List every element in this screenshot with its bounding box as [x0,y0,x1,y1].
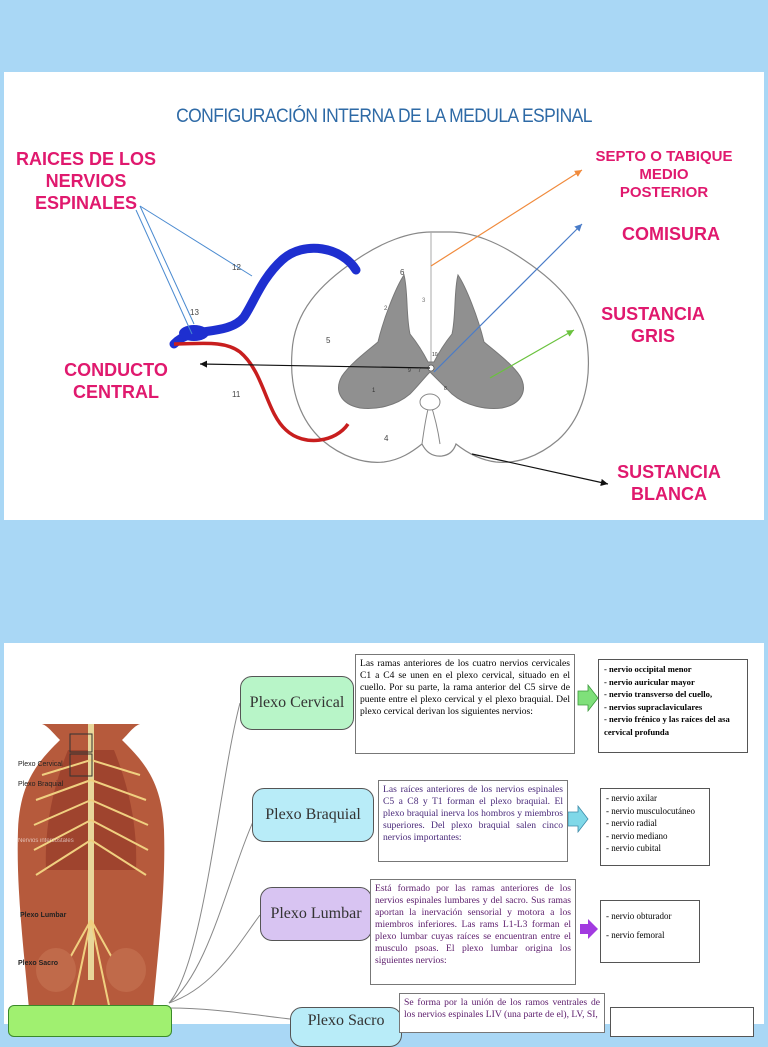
list-item: - nervio axilar [606,793,657,803]
number-label: 10 [432,352,438,358]
plexo-lumbar-nerves: - nervio obturador - nervio femoral [600,900,700,963]
plexo-sacro-nerves [610,1007,754,1037]
list-item: - nervio auricular mayor [604,676,695,687]
plexo-braquial-text: Las raíces anteriores de los nervios esp… [378,780,568,862]
list-item: - nervio radial [606,818,657,828]
label-raices: RAICES DE LOS NERVIOS ESPINALES [15,149,157,213]
plexo-braquial-box: Plexo Braquial [252,788,374,842]
body-label: Plexo Sacro [18,960,59,967]
number-label: 1 [372,388,376,394]
section-header-box [8,1005,172,1037]
label-septo: SEPTO O TABIQUE MEDIO POSTERIOR [595,148,733,201]
plexo-lumbar-box: Plexo Lumbar [260,887,372,941]
list-item: - nervio mediano [606,830,668,841]
slide-spinal-cord: CONFIGURACIÓN INTERNA DE LA MEDULA ESPIN… [4,72,764,520]
list-item: - nervios supraclaviculares [604,701,703,712]
slide-title: CONFIGURACIÓN INTERNA DE LA MEDULA ESPIN… [176,106,592,127]
label-sustancia-blanca: SUSTANCIA BLANCA [617,462,721,504]
number-label: 2 [384,306,388,312]
slide-plexos: Plexo Cervical Plexo Braquial Plexo Lumb… [4,643,764,1047]
spinal-cord-diagram [135,169,609,486]
list-item: - nervio femoral [606,930,665,940]
anterior-root [173,341,350,443]
plexo-sacro-box: Plexo Sacro [290,1007,402,1047]
label-sustancia-gris: SUSTANCIA GRIS [601,304,705,346]
body-label: Plexo Cervical [18,761,63,768]
number-label: 4 [384,434,389,443]
plexo-cervical-text: Las ramas anteriores de los cuatro nervi… [355,654,575,754]
plexo-lumbar-text: Está formado por las ramas anteriores de… [370,879,576,985]
list-item: - nervio occipital menor [604,664,692,674]
number-label: 9 [408,368,411,374]
number-label: 3 [422,298,426,304]
list-item: - nervio obturador [606,911,672,921]
number-label: 12 [232,263,241,272]
body-label: Plexo Braquial [18,781,64,788]
number-label: 5 [326,336,331,345]
number-label: 11 [232,390,241,399]
plexo-cervical-box: Plexo Cervical [240,676,354,730]
list-item: - nervio musculocutáneo [606,805,695,816]
list-item: - nervio cubital [606,843,661,853]
spinal-ganglion [179,325,209,341]
label-comisura: COMISURA [622,224,720,244]
grey-matter [338,273,524,409]
body-label: Nervios intercostales [18,838,74,844]
back-anatomy-image: Plexo Cervical Plexo Braquial Plexo Lumb… [12,720,170,1020]
number-label: 7 [418,368,421,374]
label-conducto: CONDUCTO CENTRAL [64,360,168,402]
plexo-braquial-nerves: - nervio axilar - nervio musculocutáneo … [600,788,710,866]
number-label: 8 [444,386,447,392]
number-label: 6 [400,268,405,277]
list-item: - nervio transverso del cuello, [604,689,713,699]
plexo-sacro-text: Se forma por la unión de los ramos ventr… [399,993,605,1033]
list-item: - nervio frénico y las raíces del asa [604,714,730,724]
plexo-cervical-nerves: - nervio occipital menor - nervio auricu… [598,659,748,753]
number-label: 13 [190,308,199,317]
body-label: Plexo Lumbar [20,912,67,919]
list-item: cervical profunda [604,726,670,737]
